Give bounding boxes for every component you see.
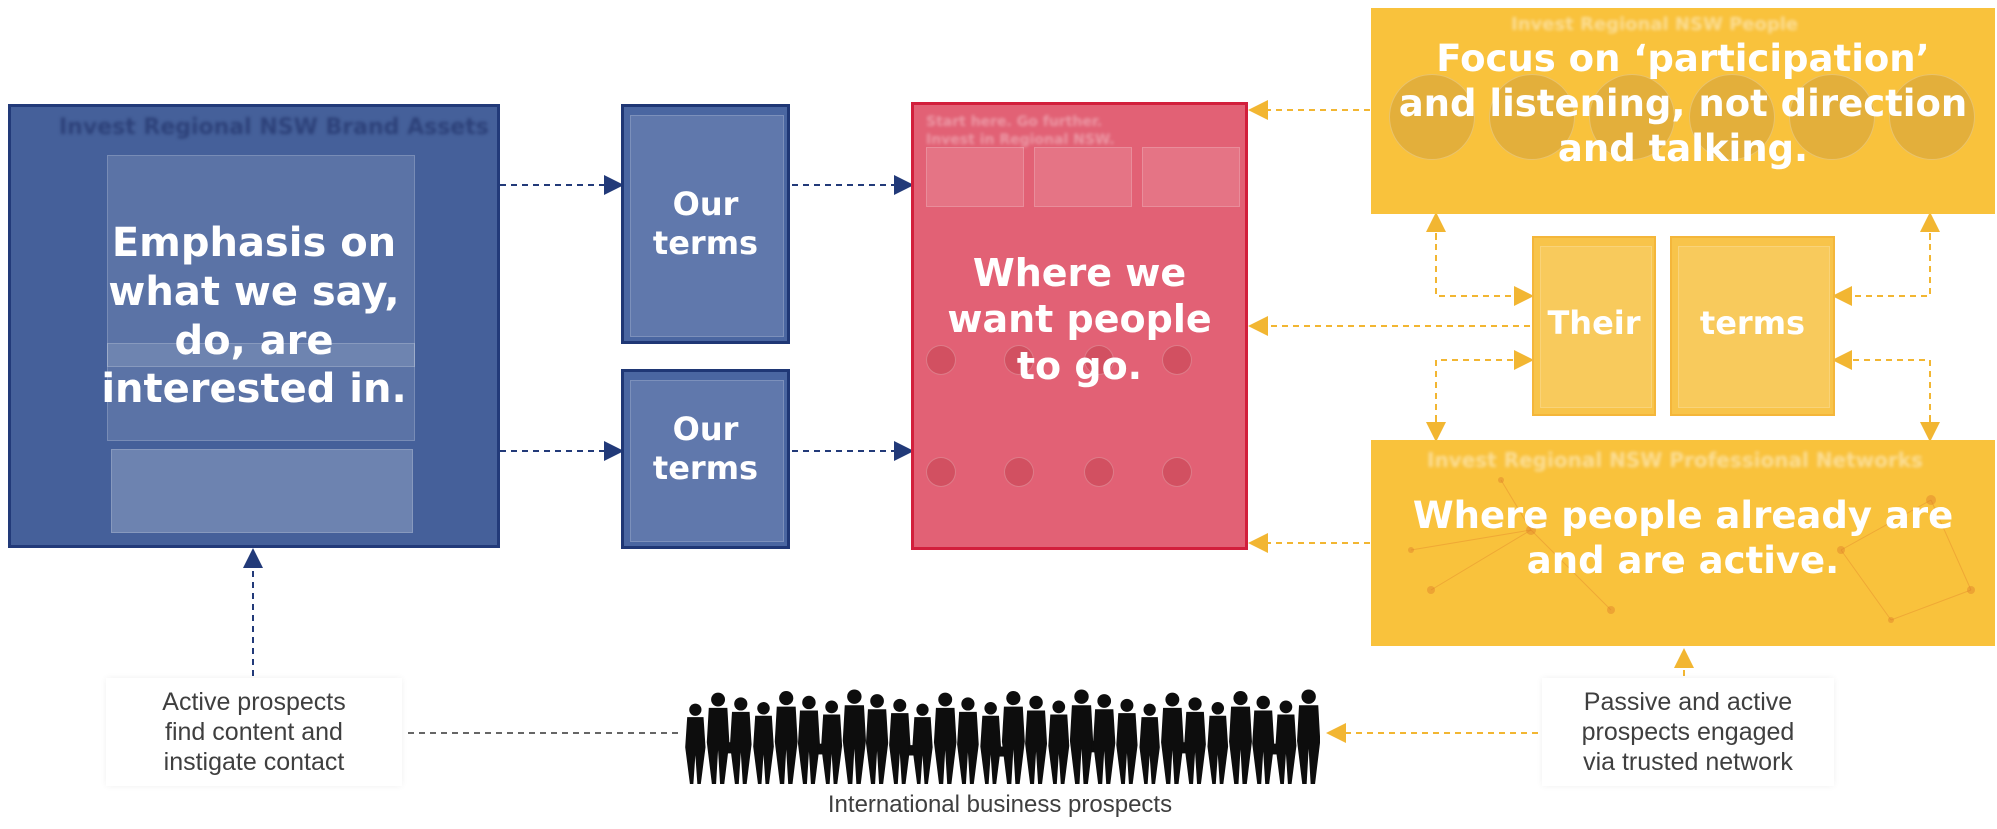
person-silhouette [1093,694,1116,784]
connector-networks-left-loop [1435,350,1534,432]
linkedin-page-screenshot [107,343,415,441]
sector-icon-8 [1162,457,1192,487]
brand-assets-overlay-text: Emphasis on what we say, do, are interes… [101,220,407,413]
sector-icon-2 [1004,345,1034,375]
network-graph-background [1408,477,1975,623]
our-terms-bottom-overlay-text: Our terms [652,410,759,488]
network-post-screenshot-left [1540,246,1652,408]
people-heading: Invest Regional NSW People [1511,14,1799,35]
person-silhouette [842,689,866,784]
our-terms-top-overlay-text: Our terms [652,185,759,263]
person-silhouette [1207,702,1229,784]
connector-people-left-loop [1435,222,1534,306]
person-silhouette [1139,703,1160,784]
person-silhouette [685,703,706,784]
their-terms-right-overlay-text: terms [1699,304,1806,342]
website-card-1 [926,147,1024,207]
person-silhouette [1025,695,1048,784]
website-card-3 [1142,147,1240,207]
person-silhouette [1048,700,1070,784]
person-silhouette [1001,691,1025,784]
person-photo-1 [1389,74,1475,160]
person-silhouette [1116,698,1138,784]
brand-assets-box: Invest Regional NSW Brand Assets Emphasi… [8,104,500,548]
person-photo-6 [1889,74,1975,160]
person-silhouette [1229,691,1252,784]
person-photo-5 [1789,74,1875,160]
person-photo-3 [1589,74,1675,160]
person-silhouette [729,697,752,784]
person-silhouette [912,703,933,784]
sector-icon-4 [1162,345,1192,375]
person-photo-2 [1489,74,1575,160]
active-prospects-caption: Active prospects find content and instig… [106,678,402,786]
person-silhouette [1297,689,1320,784]
person-silhouette [957,697,979,784]
person-silhouette [980,702,1008,784]
connector-networks-right-loop [1832,350,1931,432]
their-terms-left-overlay-text: Their [1547,304,1641,342]
facebook-post-screenshot [630,115,784,337]
person-silhouette [753,702,774,784]
brand-assets-heading: Invest Regional NSW Brand Assets [59,115,489,140]
destination-website-box: Start here. Go further. Invest in Region… [911,102,1248,550]
sector-icon-1 [926,345,956,375]
people-overlay-text: Focus on ‘participation’ and listening, … [1398,37,1968,171]
destination-overlay-text: Where we want people to go. [947,251,1212,388]
our-terms-bottom-box: Our terms [621,369,790,549]
people-box: Invest Regional NSW People Focus on ‘par… [1371,8,1995,214]
sector-icon-7 [1084,457,1114,487]
network-post-screenshot-right [1678,246,1830,408]
person-photo-4 [1689,74,1775,160]
sector-icon-5 [926,457,956,487]
person-silhouette [821,700,843,784]
destination-heading: Start here. Go further. Invest in Region… [926,114,1115,149]
sector-icon-3 [1084,345,1114,375]
networks-heading: Invest Regional NSW Professional Network… [1427,448,1923,472]
professional-networks-box: Invest Regional NSW Professional Network… [1371,440,1995,646]
person-silhouette [1275,700,1297,784]
facebook-page-screenshot [107,155,415,367]
person-silhouette [933,692,957,784]
person-silhouette [1184,697,1206,784]
their-terms-left-box: Their [1532,236,1656,416]
linkedin-profile-card [111,449,413,533]
person-silhouette [774,691,798,784]
linkedin-post-screenshot [630,380,784,542]
person-silhouette [865,694,889,784]
connector-people-right-loop [1832,222,1931,306]
website-card-2 [1034,147,1132,207]
our-terms-top-box: Our terms [621,104,790,344]
networks-overlay-text: Where people already are and are active. [1412,494,1954,583]
international-prospects-label: International business prospects [827,791,1173,818]
sector-icon-6 [1004,457,1034,487]
business-people-silhouettes-icon [685,689,1320,784]
their-terms-right-box: terms [1670,236,1835,416]
passive-prospects-caption: Passive and active prospects engaged via… [1542,678,1834,786]
